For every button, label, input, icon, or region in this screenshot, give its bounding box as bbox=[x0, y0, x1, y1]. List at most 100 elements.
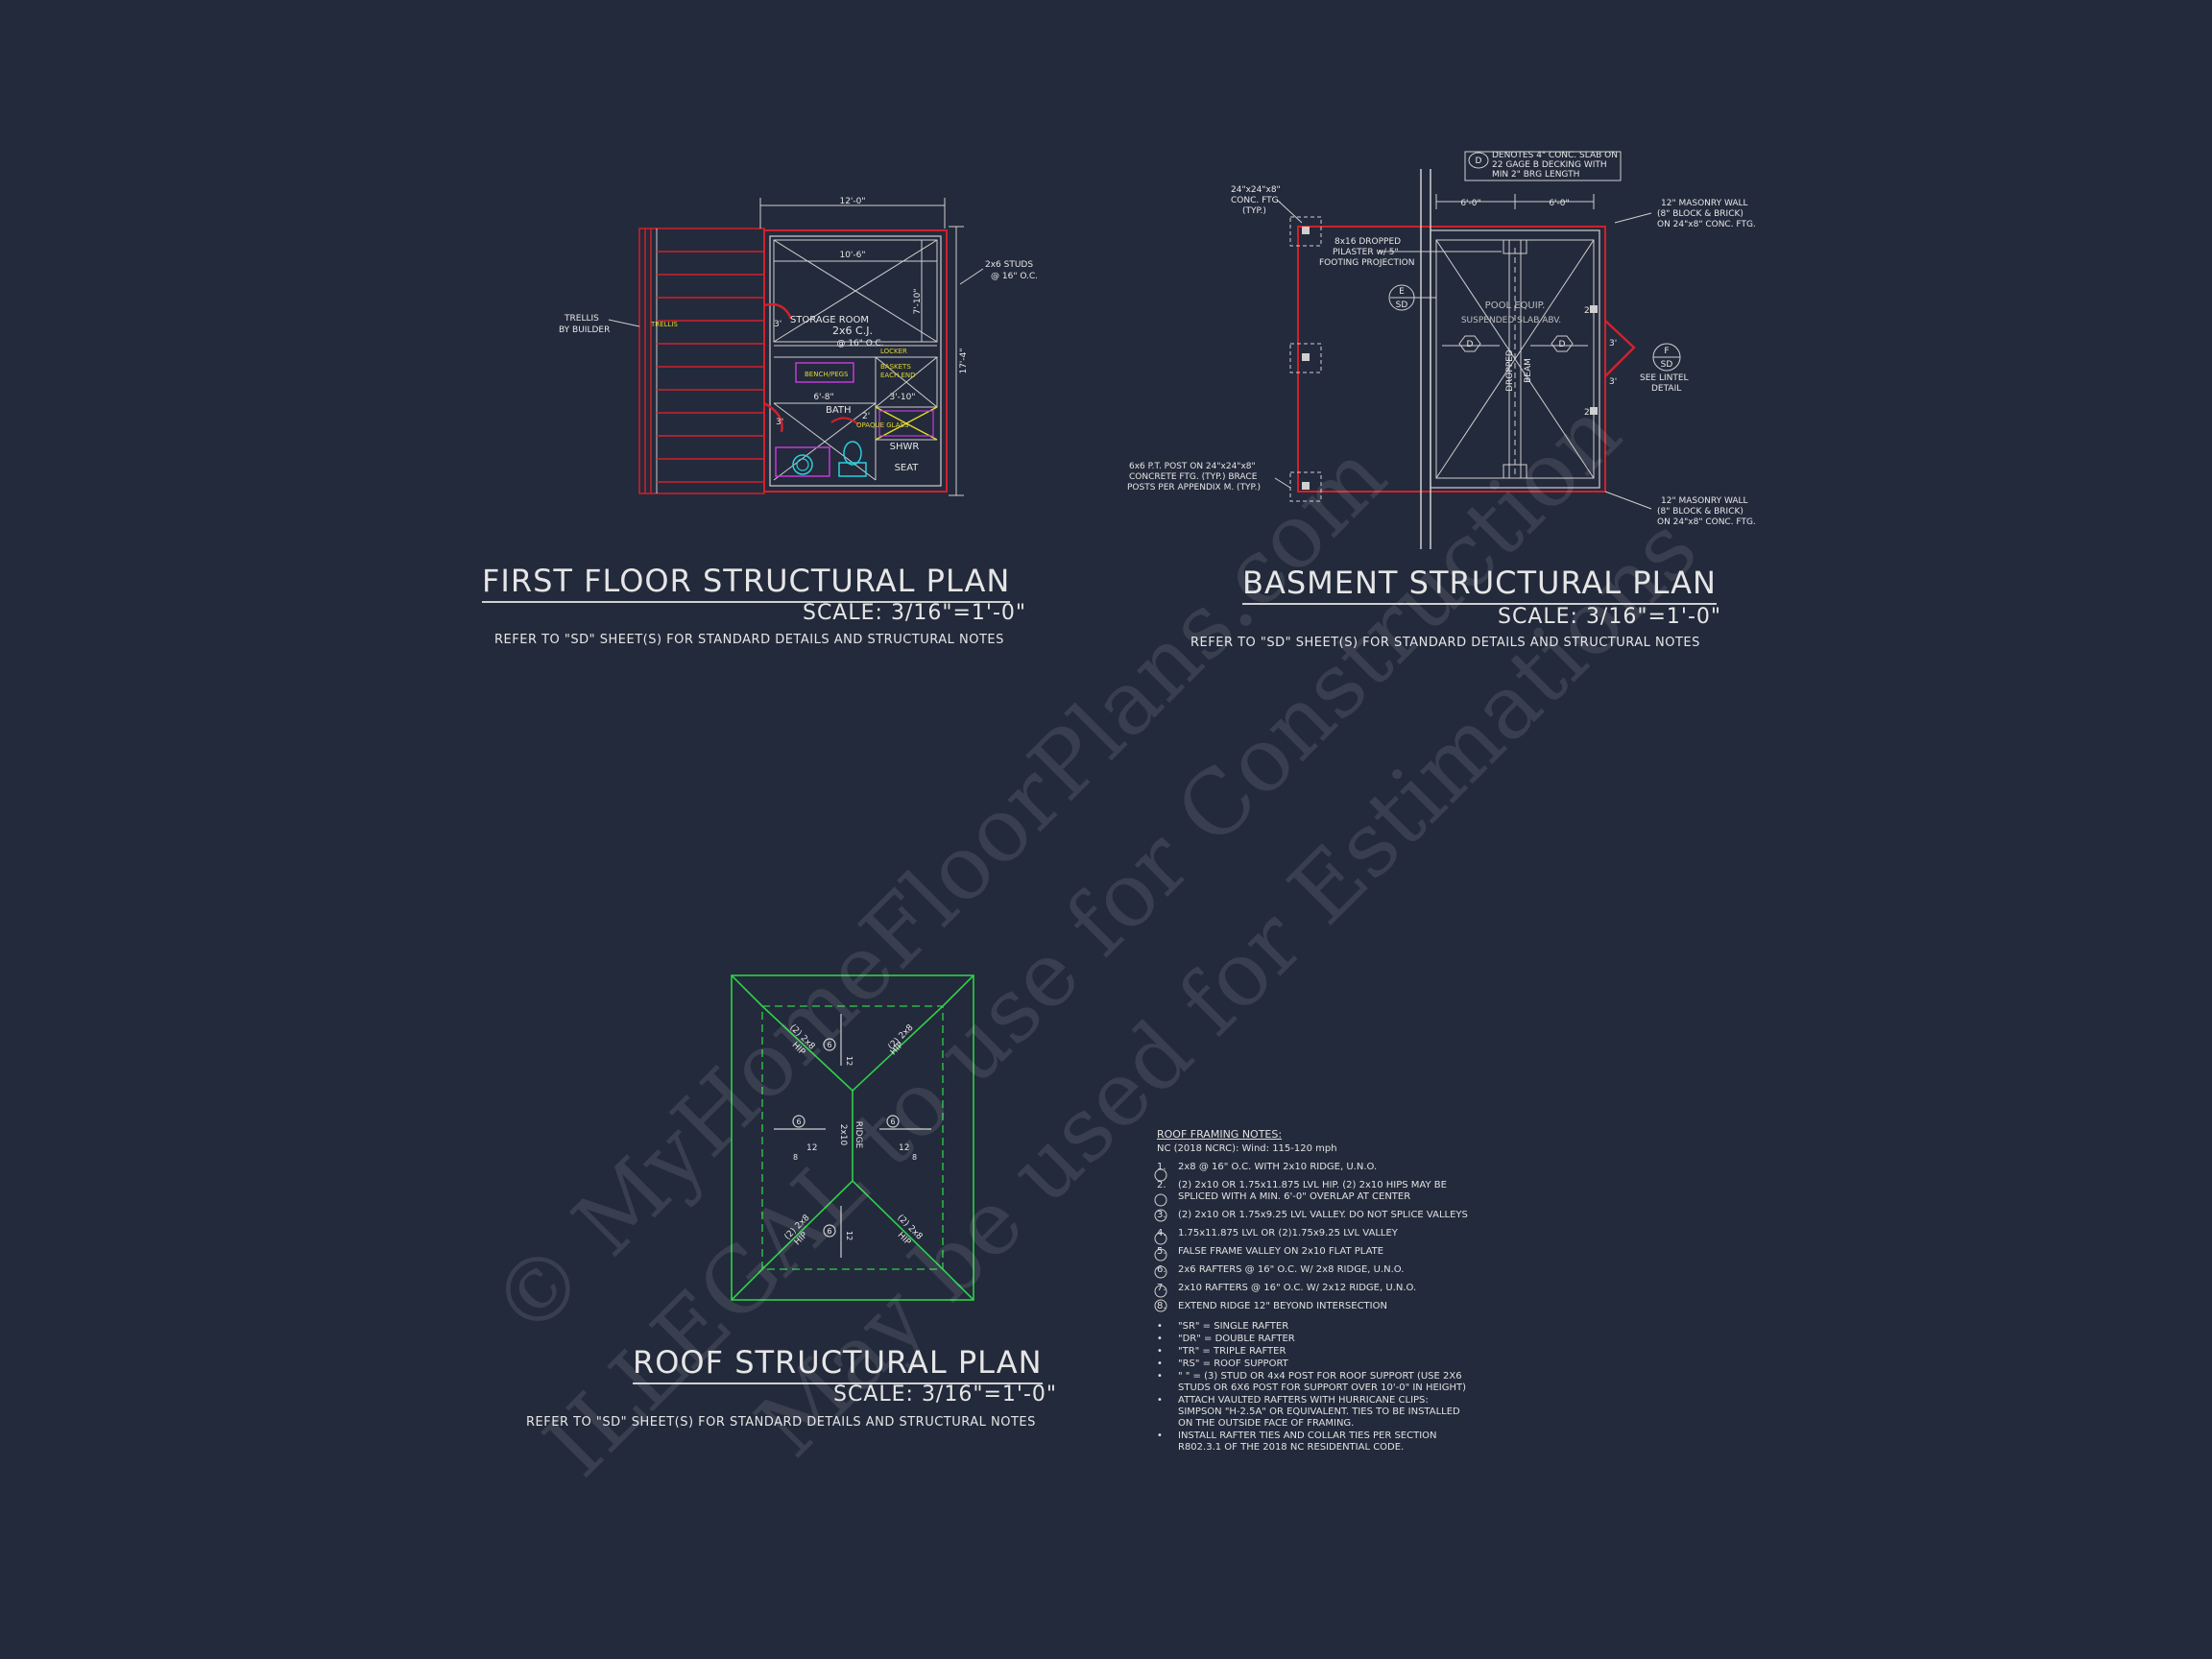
rf-tag-3: 6 bbox=[890, 1118, 895, 1126]
note-item: 3. (2) 2x10 OR 1.75x9.25 LVL VALLEY. DO N… bbox=[1157, 1210, 1474, 1221]
ff-dim-3b: 3' bbox=[776, 418, 783, 427]
bs-wall-bot-3: ON 24"x8" CONC. FTG. bbox=[1657, 517, 1756, 527]
ff-dim-2: 2' bbox=[862, 412, 870, 421]
note-text: (2) 2x10 OR 1.75x9.25 LVL VALLEY. DO NOT… bbox=[1178, 1210, 1468, 1220]
bs-ftg-3: (TYP.) bbox=[1242, 206, 1266, 216]
note-bullet: •"TR" = TRIPLE RAFTER bbox=[1157, 1346, 1474, 1358]
ff-trellis-2: BY BUILDER bbox=[559, 325, 610, 335]
ff-shwr: SHWR bbox=[890, 442, 920, 452]
note-bullet: •"DR" = DOUBLE RAFTER bbox=[1157, 1334, 1474, 1345]
note-item: 2. (2) 2x10 OR 1.75x11.875 LVL HIP. (2) 2… bbox=[1157, 1180, 1474, 1203]
bs-lintel-2: DETAIL bbox=[1651, 384, 1681, 394]
bs-dim-b: 6'-0" bbox=[1549, 199, 1569, 208]
bs-lintel-1: SEE LINTEL bbox=[1640, 373, 1689, 383]
bullet-mark: • bbox=[1157, 1358, 1163, 1369]
note-number: 2. bbox=[1157, 1180, 1166, 1190]
bs-pilaster-2: PILASTER w/ 5" bbox=[1333, 248, 1399, 257]
roof-framing-notes: ROOF FRAMING NOTES: NC (2018 NCRC): Wind… bbox=[1157, 1129, 1474, 1454]
bullet-mark: • bbox=[1157, 1395, 1163, 1406]
ff-trellis-tag: TRELLIS bbox=[650, 321, 678, 328]
ff-opaque: OPAQUE GLASS bbox=[856, 421, 909, 429]
rf-pitch-2b: 8 bbox=[912, 1153, 917, 1162]
bs-legend-2: 22 GAGE B DECKING WITH bbox=[1492, 160, 1607, 170]
rf-tag-4: 6 bbox=[827, 1227, 831, 1236]
bullet-text: " " = (3) STUD OR 4x4 POST FOR ROOF SUPP… bbox=[1178, 1371, 1467, 1393]
bs-legend-tag: D bbox=[1476, 156, 1482, 166]
note-text: (2) 2x10 OR 1.75x11.875 LVL HIP. (2) 2x1… bbox=[1178, 1180, 1447, 1202]
note-text: 1.75x11.875 LVL OR (2)1.75x9.25 LVL VALL… bbox=[1178, 1228, 1398, 1238]
note-item: 4.1.75x11.875 LVL OR (2)1.75x9.25 LVL VA… bbox=[1157, 1228, 1474, 1239]
note-bullet: • INSTALL RAFTER TIES AND COLLAR TIES PER… bbox=[1157, 1431, 1474, 1454]
note-item: 1.2x8 @ 16" O.C. WITH 2x10 RIDGE, U.N.O. bbox=[1157, 1162, 1474, 1173]
bs-wall-top-1: 12" MASONRY WALL bbox=[1661, 199, 1748, 208]
bullet-mark: • bbox=[1157, 1431, 1163, 1441]
bs-tag-d1: D bbox=[1467, 340, 1474, 349]
rf-pitch-1: 12 bbox=[806, 1143, 817, 1153]
trellis bbox=[638, 228, 765, 494]
bs-legend-1: DENOTES 4" CONC. SLAB ON bbox=[1492, 151, 1618, 160]
bs-post-2: CONCRETE FTG. (TYP.) BRACE bbox=[1129, 472, 1258, 482]
note-item: 6.2x6 RAFTERS @ 16" O.C. W/ 2x8 RIDGE, U… bbox=[1157, 1264, 1474, 1276]
bs-ftg-2: CONC. FTG. bbox=[1231, 196, 1281, 205]
bs-beam-2: BEAM bbox=[1524, 358, 1533, 383]
bullet-mark: • bbox=[1157, 1321, 1163, 1332]
note-circles bbox=[1154, 1168, 1167, 1312]
bs-wall-top-3: ON 24"x8" CONC. FTG. bbox=[1657, 220, 1756, 229]
note-number: 6. bbox=[1157, 1264, 1166, 1275]
roof-scale: SCALE: 3/16"=1'-0" bbox=[833, 1382, 1057, 1407]
roof-ref: REFER TO "SD" SHEET(S) FOR STANDARD DETA… bbox=[526, 1415, 1036, 1430]
rf-tag-1: 6 bbox=[827, 1041, 831, 1049]
ff-studs-2: @ 16" O.C. bbox=[991, 272, 1038, 281]
note-number: 3. bbox=[1157, 1210, 1166, 1220]
bs-wall-bot-1: 12" MASONRY WALL bbox=[1661, 496, 1748, 506]
bs-legend-3: MIN 2" BRG LENGTH bbox=[1492, 170, 1579, 180]
rf-pitch-4: 12 bbox=[845, 1231, 854, 1240]
ff-studs-1: 2x6 STUDS bbox=[985, 260, 1033, 270]
bs-num-2b: 2 bbox=[1584, 408, 1590, 418]
ff-locker: LOCKER bbox=[880, 348, 907, 355]
first-floor-plan: 12'-0" 10'-6" 17'-4" 7'-10" 6'-8" 3'-10"… bbox=[559, 197, 1038, 496]
rf-pitch-2: 12 bbox=[899, 1143, 909, 1153]
basement-title: BASMENT STRUCTURAL PLAN bbox=[1242, 565, 1717, 605]
note-number: 7. bbox=[1157, 1283, 1166, 1293]
bs-beam-1: DROPPED bbox=[1505, 349, 1515, 392]
note-number: 1. bbox=[1157, 1162, 1166, 1172]
ff-bench: BENCH/PEGS bbox=[805, 371, 849, 378]
basement-scale: SCALE: 3/16"=1'-0" bbox=[1498, 605, 1721, 629]
bs-dim-3a: 3' bbox=[1609, 339, 1617, 349]
ff-cj-2: @ 16" O.C. bbox=[836, 339, 883, 349]
ff-baskets-1: BASKETS bbox=[880, 363, 911, 371]
ff-bath: BATH bbox=[826, 405, 852, 416]
rf-pitch-3: 12 bbox=[845, 1056, 854, 1066]
rf-pitch-1b: 8 bbox=[793, 1153, 798, 1162]
ff-dim-inner: 10'-6" bbox=[839, 251, 865, 260]
ff-dim-side: 17'-4" bbox=[959, 348, 969, 373]
ff-dim-top: 12'-0" bbox=[839, 197, 865, 206]
first-floor-title: FIRST FLOOR STRUCTURAL PLAN bbox=[482, 563, 1011, 603]
ff-dim-310: 3'-10" bbox=[889, 393, 915, 402]
note-text: EXTEND RIDGE 12" BEYOND INTERSECTION bbox=[1178, 1301, 1387, 1311]
ff-storage: STORAGE ROOM bbox=[790, 315, 869, 325]
first-floor-scale: SCALE: 3/16"=1'-0" bbox=[803, 601, 1026, 625]
note-item: 8.EXTEND RIDGE 12" BEYOND INTERSECTION bbox=[1157, 1301, 1474, 1312]
bs-wall-top-2: (8" BLOCK & BRICK) bbox=[1657, 209, 1743, 219]
ff-seat: SEAT bbox=[895, 463, 920, 473]
note-item: 5.FALSE FRAME VALLEY ON 2x10 FLAT PLATE bbox=[1157, 1246, 1474, 1258]
ff-baskets-2: EACH END bbox=[880, 372, 916, 379]
bullet-text: INSTALL RAFTER TIES AND COLLAR TIES PER … bbox=[1178, 1431, 1437, 1453]
roof-title: ROOF STRUCTURAL PLAN bbox=[633, 1344, 1043, 1384]
bullet-text: "SR" = SINGLE RAFTER bbox=[1178, 1321, 1289, 1332]
ff-dim-68: 6'-8" bbox=[813, 393, 833, 402]
bs-tag-d2: D bbox=[1559, 340, 1566, 349]
first-floor-ref: REFER TO "SD" SHEET(S) FOR STANDARD DETA… bbox=[494, 633, 1004, 647]
ff-trellis-1: TRELLIS bbox=[564, 314, 599, 324]
note-bullet: •" " = (3) STUD OR 4x4 POST FOR ROOF SUP… bbox=[1157, 1371, 1474, 1394]
bs-tag-sd: SD bbox=[1396, 301, 1408, 310]
bs-tag-sd2: SD bbox=[1661, 360, 1673, 370]
bs-post-1: 6x6 P.T. POST ON 24"x24"x8" bbox=[1129, 462, 1256, 471]
bs-dim-3b: 3' bbox=[1609, 377, 1617, 387]
notes-heading: ROOF FRAMING NOTES: bbox=[1157, 1128, 1283, 1141]
ff-cj-1: 2x6 C.J. bbox=[832, 325, 873, 337]
bullet-text: "RS" = ROOF SUPPORT bbox=[1178, 1358, 1288, 1369]
notes-code: NC (2018 NCRC): Wind: 115-120 mph bbox=[1157, 1143, 1337, 1154]
